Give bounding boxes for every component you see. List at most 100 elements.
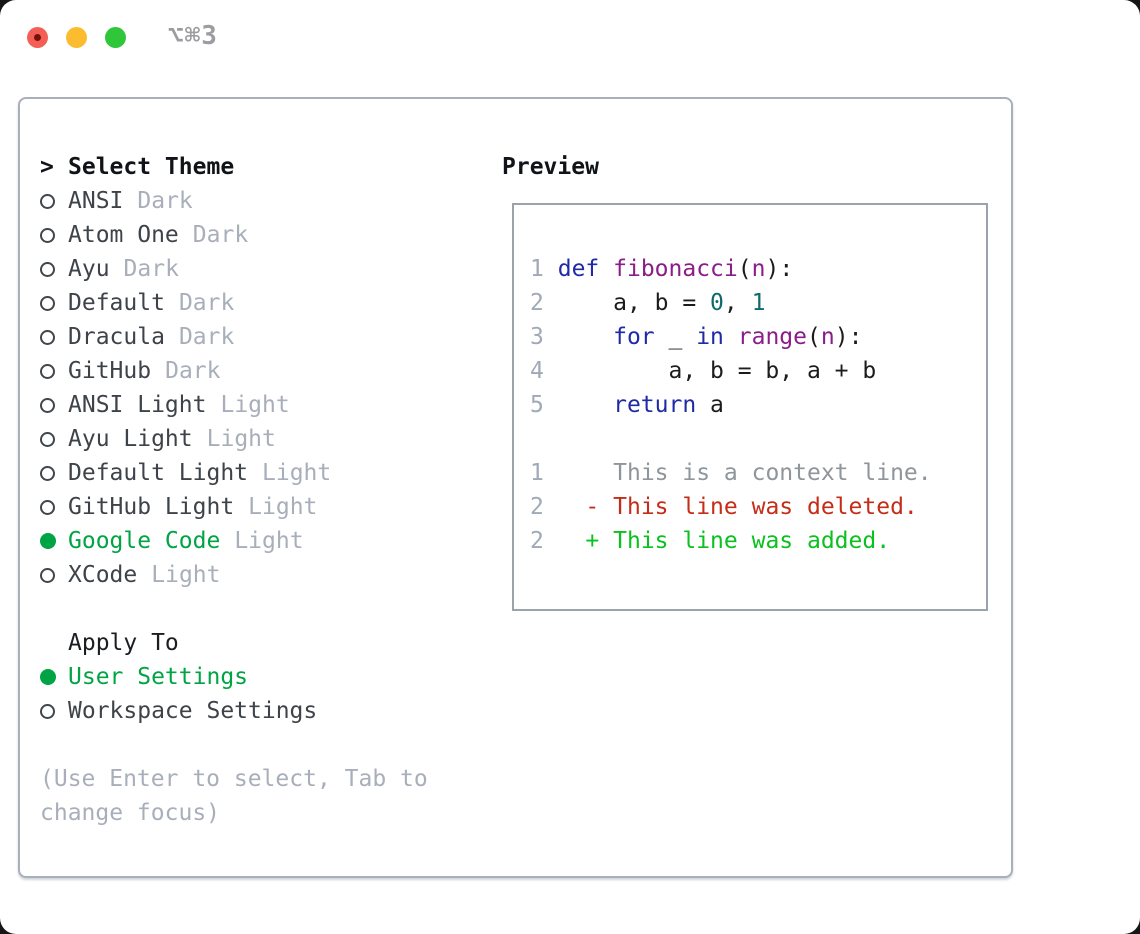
theme-option-label: Default — [68, 290, 165, 316]
line-number: 1 — [530, 256, 544, 282]
hint-text: (Use Enter to select, Tab to change focus… — [40, 762, 428, 830]
line-number: 2 — [530, 528, 544, 554]
theme-variant-label: Light — [262, 460, 332, 486]
radio-icon — [40, 193, 55, 209]
maximize-button[interactable] — [105, 27, 126, 48]
preview-pane: 1 def fibonacci(n): 2 a, b = 0, 1 3 for _ … — [512, 203, 988, 611]
apply-to-heading: Apply To — [68, 630, 179, 656]
code-preview: 1 def fibonacci(n): 2 a, b = 0, 1 3 for _ … — [530, 252, 986, 422]
theme-option-label: ANSI — [68, 188, 124, 214]
window-tab-shortcut: ⌥⌘3 — [168, 21, 218, 51]
radio-selected-icon — [40, 533, 56, 549]
focus-caret-icon: > — [40, 154, 54, 180]
theme-option-dracula-dark[interactable]: Dracula Dark — [40, 320, 428, 354]
theme-option-label: GitHub — [68, 358, 152, 384]
radio-icon — [40, 703, 55, 719]
theme-option-default-dark[interactable]: Default Dark — [40, 286, 428, 320]
theme-option-label: Google Code — [68, 528, 221, 554]
theme-variant-label: Light — [206, 426, 276, 452]
code-line: 4 a, b = b, a + b — [530, 358, 877, 384]
theme-variant-label: Light — [220, 392, 290, 418]
theme-variant-label: Dark — [165, 358, 221, 384]
radio-icon — [40, 499, 55, 515]
preview-title: Preview — [502, 154, 599, 180]
radio-icon — [40, 567, 55, 583]
theme-variant-label: Dark — [178, 324, 235, 350]
theme-option-github-dark[interactable]: GitHub Dark — [40, 354, 428, 388]
hint-line: change focus) — [40, 800, 221, 826]
theme-option-ayu-light-light[interactable]: Ayu Light Light — [40, 422, 428, 456]
diff-text: This is a context line. — [613, 460, 932, 486]
theme-option-label: Atom One — [68, 222, 179, 248]
diff-line-del: 2 - This line was deleted. — [530, 490, 986, 524]
radio-icon — [40, 363, 55, 379]
radio-icon — [40, 431, 55, 447]
radio-icon — [40, 465, 55, 481]
theme-dialog: > Select Theme ANSI Dark Atom One Dark A… — [18, 97, 1013, 878]
apply-to-options-list: User Settings Workspace Settings — [40, 660, 428, 728]
apply-option-user-settings[interactable]: User Settings — [40, 660, 428, 694]
theme-option-atom-one-dark[interactable]: Atom One Dark — [40, 218, 428, 252]
close-dot-icon — [34, 34, 41, 41]
apply-option-label: Workspace Settings — [68, 698, 318, 724]
titlebar: ⌥⌘3 — [0, 0, 1140, 76]
code-line: 2 a, b = 0, 1 — [530, 290, 766, 316]
theme-option-label: Default Light — [68, 460, 249, 486]
theme-option-github-light-light[interactable]: GitHub Light Light — [40, 490, 428, 524]
radio-icon — [40, 329, 55, 345]
line-number: 3 — [530, 324, 544, 350]
theme-option-label: GitHub Light — [68, 494, 235, 520]
theme-variant-label: Dark — [192, 222, 249, 248]
diff-text: This line was deleted. — [613, 494, 918, 520]
diff-preview: 1 This is a context line.2 - This line w… — [530, 456, 986, 558]
line-number: 2 — [530, 494, 544, 520]
theme-variant-label: Dark — [123, 256, 179, 282]
diff-text: This line was added. — [613, 528, 891, 554]
theme-option-label: Ayu Light — [68, 426, 193, 452]
theme-option-xcode-light[interactable]: XCode Light — [40, 558, 428, 592]
diff-line-ctx: 1 This is a context line. — [530, 456, 986, 490]
code-line: 1 def fibonacci(n): — [530, 256, 794, 282]
apply-option-workspace-settings[interactable]: Workspace Settings — [40, 694, 428, 728]
line-number: 1 — [530, 460, 544, 486]
theme-option-ayu-dark[interactable]: Ayu Dark — [40, 252, 428, 286]
diff-marker-icon — [585, 460, 599, 486]
diff-marker-icon: + — [585, 528, 600, 554]
apply-option-label: User Settings — [68, 664, 249, 690]
line-number: 4 — [530, 358, 544, 384]
line-number: 5 — [530, 392, 544, 418]
code-line: 3 for _ in range(n): — [530, 324, 863, 350]
theme-variant-label: Light — [248, 494, 318, 520]
spacer — [40, 728, 428, 762]
theme-option-default-light-light[interactable]: Default Light Light — [40, 456, 428, 490]
radio-icon — [40, 295, 55, 311]
theme-option-ansi-light-light[interactable]: ANSI Light Light — [40, 388, 428, 422]
hint-line: (Use Enter to select, Tab to — [40, 766, 428, 792]
theme-variant-label: Dark — [178, 290, 235, 316]
radio-icon — [40, 261, 55, 277]
close-button[interactable] — [27, 27, 48, 48]
select-theme-header: > Select Theme — [40, 150, 428, 184]
radio-selected-icon — [40, 669, 56, 685]
theme-option-ansi-dark[interactable]: ANSI Dark — [40, 184, 428, 218]
minimize-button[interactable] — [66, 27, 87, 48]
theme-option-label: Dracula — [68, 324, 165, 350]
theme-list-column: > Select Theme ANSI Dark Atom One Dark A… — [40, 150, 428, 830]
apply-to-heading-row: Apply To — [40, 626, 428, 660]
theme-variant-label: Light — [234, 528, 304, 554]
line-number: 2 — [530, 290, 544, 316]
theme-variant-label: Light — [151, 562, 221, 588]
theme-variant-label: Dark — [137, 188, 193, 214]
traffic-lights — [27, 27, 126, 48]
diff-line-add: 2 + This line was added. — [530, 524, 986, 558]
spacer — [40, 592, 428, 626]
theme-option-google-code-light[interactable]: Google Code Light — [40, 524, 428, 558]
code-line: 5 return a — [530, 392, 724, 418]
select-theme-label: Select Theme — [68, 154, 235, 180]
radio-icon — [40, 397, 55, 413]
theme-option-label: ANSI Light — [68, 392, 207, 418]
theme-option-label: XCode — [68, 562, 138, 588]
diff-marker-icon: - — [585, 494, 600, 520]
theme-options-list: ANSI Dark Atom One Dark Ayu Dark Default… — [40, 184, 428, 592]
